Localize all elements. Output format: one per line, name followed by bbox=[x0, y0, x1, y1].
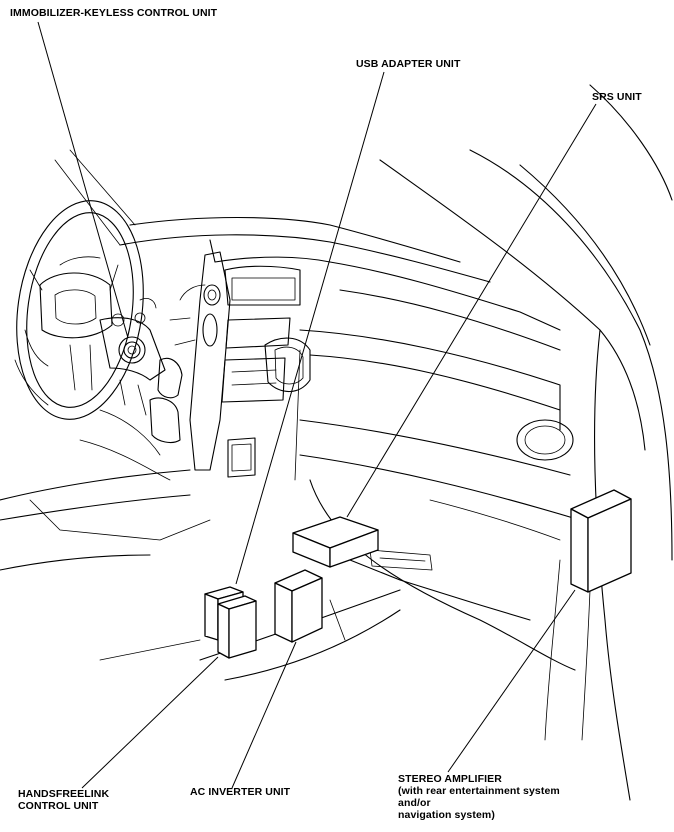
handsfreelink-control-unit-box bbox=[204, 586, 257, 659]
label-handsfreelink-control-unit: HANDSFREELINK CONTROL UNIT bbox=[18, 788, 109, 812]
label-handsfreelink-line2: CONTROL UNIT bbox=[18, 800, 99, 812]
label-stereo-line2: (with rear entertainment system bbox=[398, 785, 560, 797]
ac-inverter-unit-box bbox=[274, 569, 323, 643]
label-handsfreelink-line1: HANDSFREELINK bbox=[18, 788, 110, 800]
label-ac-inverter-unit: AC INVERTER UNIT bbox=[190, 786, 291, 798]
label-usb-adapter-unit: USB ADAPTER UNIT bbox=[356, 58, 461, 70]
door-frame bbox=[379, 84, 673, 801]
label-stereo-amplifier: STEREO AMPLIFIER (with rear entertainmen… bbox=[398, 773, 560, 821]
label-srs-unit: SRS UNIT bbox=[592, 91, 642, 103]
steering-column bbox=[99, 298, 183, 444]
label-stereo-line1: STEREO AMPLIFIER bbox=[398, 773, 502, 785]
leader-lines bbox=[37, 21, 597, 789]
center-stack bbox=[169, 251, 301, 478]
label-immobilizer-keyless-control-unit: IMMOBILIZER-KEYLESS CONTROL UNIT bbox=[10, 7, 218, 19]
label-stereo-line3: and/or bbox=[398, 797, 431, 809]
usb-adapter-unit-box bbox=[292, 516, 379, 568]
passenger-dash bbox=[264, 329, 581, 671]
stereo-amplifier-box bbox=[570, 489, 632, 593]
steering-wheel bbox=[14, 200, 144, 420]
dashboard-top bbox=[54, 149, 561, 351]
label-stereo-line4: navigation system) bbox=[398, 809, 495, 821]
